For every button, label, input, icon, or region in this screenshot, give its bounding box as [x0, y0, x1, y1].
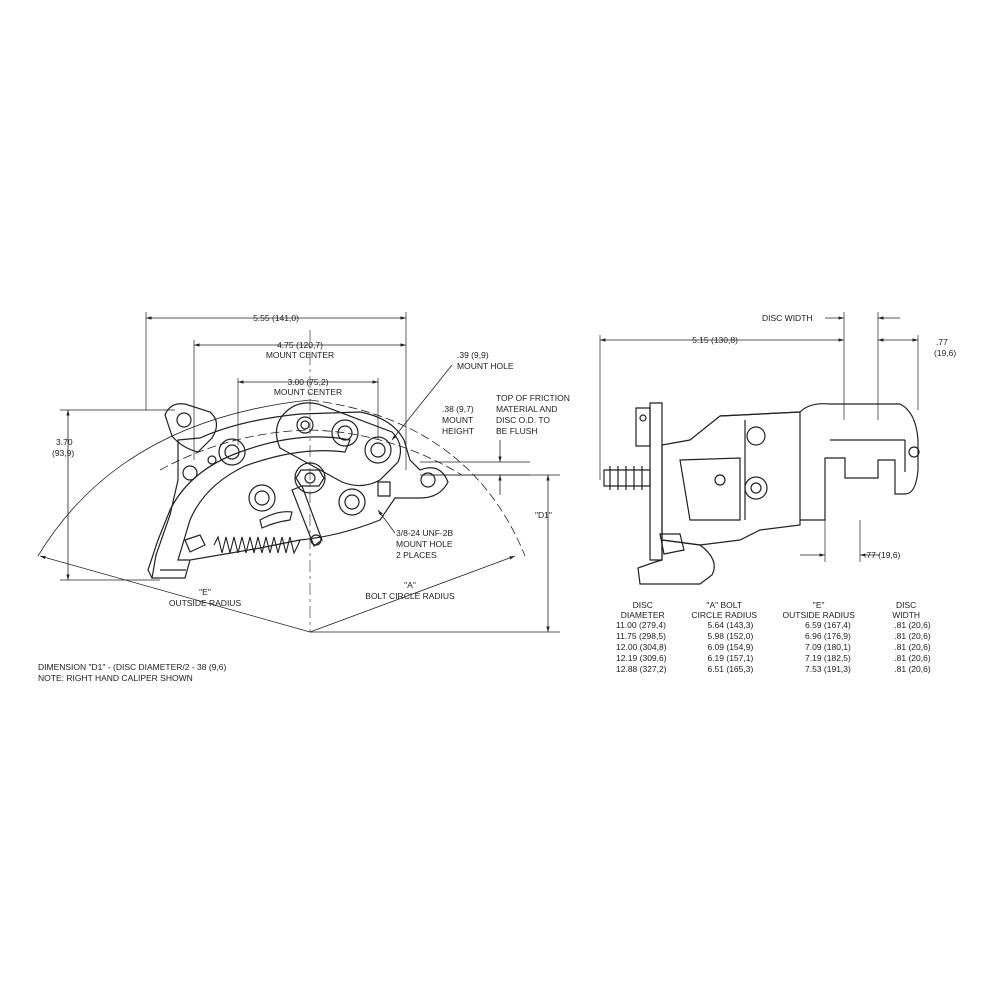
a-label: "A"	[404, 580, 416, 590]
side-extension-lines	[599, 312, 919, 562]
upper-mount-hole	[176, 412, 192, 428]
height-mm-label: (93,9)	[52, 448, 75, 458]
thread-note-line-3: 2 PLACES	[396, 550, 437, 560]
table-cell: .81 (20,6)	[894, 653, 931, 663]
disc-width-label: DISC WIDTH	[762, 313, 813, 323]
leader-thread	[377, 509, 396, 534]
mount-height-label-2: HEIGHT	[442, 426, 475, 436]
bridge-arm	[799, 403, 919, 521]
lower-bracket	[637, 539, 715, 585]
d1-label: "D1"	[535, 510, 552, 520]
caliper-body-side	[603, 402, 920, 585]
table-cell: 5.98 (152,0)	[707, 631, 754, 641]
friction-note-line-2: MATERIAL AND	[496, 404, 558, 414]
mount-height-dim: .38 (9,7)	[442, 404, 474, 414]
table-cell: 7.19 (182,5)	[805, 653, 851, 663]
header-outside-radius: "E"OUTSIDE RADIUS	[782, 600, 855, 620]
table-cell: 11.75 (298,5)	[616, 631, 666, 641]
dim-e-radius	[39, 555, 311, 633]
table-cell: 7.53 (191,3)	[805, 664, 851, 674]
side-offset-mm: (19,6)	[934, 348, 957, 358]
caliper-bolts	[182, 416, 392, 516]
leader-mount-hole	[391, 364, 453, 441]
table-row: 12.00 (304,8) 6.09 (154,9) 7.09 (180,1) …	[606, 642, 944, 653]
side-view	[599, 312, 920, 585]
table-cell: 5.64 (143,3)	[707, 620, 754, 630]
front-view	[37, 312, 560, 633]
dimension-note: DIMENSION "D1" - (DISC DIAMETER/2 - 38 (…	[38, 662, 227, 672]
mount-center-outer-label: MOUNT CENTER	[265, 350, 335, 360]
table-row: 11.75 (298,5) 5.98 (152,0) 6.96 (176,9) …	[606, 631, 944, 642]
table-row: 12.88 (327,2) 6.51 (165,3) 7.53 (191,3) …	[606, 664, 944, 675]
side-offset-in: .77	[936, 337, 948, 347]
table-cell: 12.19 (309,6)	[616, 653, 667, 663]
table-cell: 12.88 (327,2)	[616, 664, 667, 674]
table-cell: 6.51 (165,3)	[707, 664, 754, 674]
table-cell: 7.09 (180,1)	[805, 642, 851, 652]
upper-mount-ear	[164, 403, 218, 453]
dim-a-radius	[309, 555, 516, 633]
table-cell: 12.00 (304,8)	[616, 642, 667, 652]
friction-note-line-4: BE FLUSH	[496, 426, 538, 436]
center-nut	[294, 462, 326, 494]
table-cell: 6.96 (176,9)	[805, 631, 851, 641]
table-cell: 11.00 (279,4)	[616, 620, 666, 630]
mount-hole-label: MOUNT HOLE	[457, 361, 514, 371]
front-extension-lines	[60, 312, 560, 633]
disc-arcs	[37, 330, 526, 632]
front-dimension-lines	[39, 316, 550, 633]
friction-note-line-1: TOP OF FRICTION	[496, 393, 570, 403]
return-spring	[213, 535, 301, 555]
thread-note-line-2: MOUNT HOLE	[396, 539, 453, 549]
table-cell: 6.59 (167,4)	[805, 620, 851, 630]
table-cell: .81 (20,6)	[894, 631, 931, 641]
table-cell: .81 (20,6)	[894, 664, 931, 674]
table-row: 12.19 (309,6) 6.19 (157,1) 7.19 (182,5) …	[606, 653, 944, 664]
thread-note-line-1: 3/8-24 UNF-2B	[396, 528, 454, 538]
table-cell: .81 (20,6)	[894, 642, 931, 652]
mount-hole-dim: .39 (9,9)	[457, 350, 489, 360]
table-cell: 6.19 (157,1)	[707, 653, 754, 663]
bridge-plate	[275, 402, 402, 487]
right-mount-hole	[420, 472, 436, 488]
bottom-offset-label: .77 (19,6)	[864, 550, 901, 560]
lower-arm	[147, 436, 351, 579]
friction-note-line-3: DISC O.D. TO	[496, 415, 551, 425]
a-caption: BOLT CIRCLE RADIUS	[365, 591, 455, 601]
parking-lever	[291, 485, 323, 547]
overall-width-label: 5.55 (141,0)	[253, 313, 299, 323]
table-cell: 6.09 (154,9)	[707, 642, 754, 652]
side-dimension-lines	[600, 316, 918, 557]
mount-height-label-1: MOUNT	[442, 415, 474, 425]
table-row: 11.00 (279,4) 5.64 (143,3) 6.59 (167,4) …	[606, 620, 944, 631]
side-bolt	[744, 476, 768, 500]
side-width-label: 5.15 (130,8)	[692, 335, 738, 345]
mount-center-inner-dim: 3.00 (75,2)	[287, 377, 329, 387]
mount-center-outer-dim: 4.75 (120,7)	[277, 340, 323, 350]
right-hand-note: NOTE: RIGHT HAND CALIPER SHOWN	[38, 673, 193, 683]
e-caption: OUTSIDE RADIUS	[168, 598, 242, 608]
mount-center-inner-label: MOUNT CENTER	[273, 387, 343, 397]
height-in-label: 3.70	[56, 437, 73, 447]
table-cell: .81 (20,6)	[894, 620, 931, 630]
caliper-body-front	[147, 402, 449, 579]
e-label: "E"	[199, 587, 211, 597]
lever-shaft	[603, 469, 651, 487]
